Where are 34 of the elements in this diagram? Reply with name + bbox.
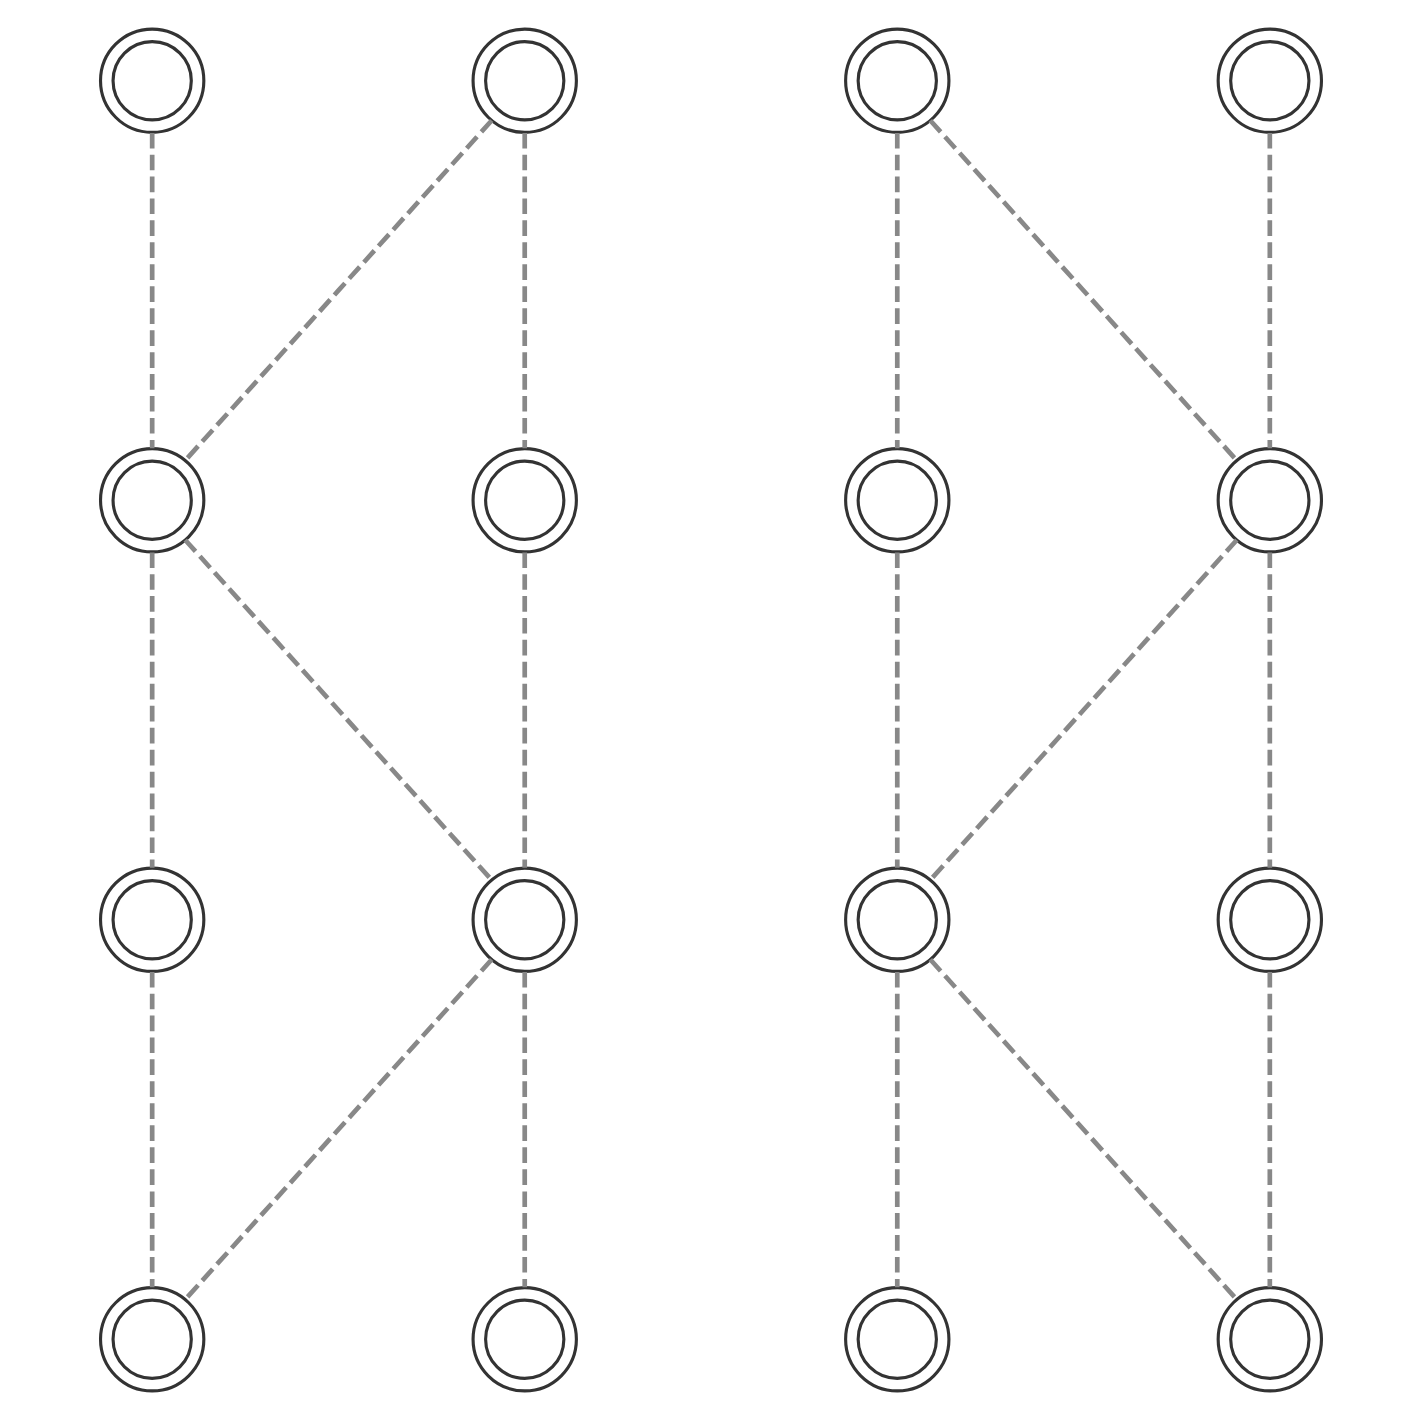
node-circle bbox=[470, 866, 577, 973]
node-circle bbox=[97, 866, 205, 973]
connector bbox=[182, 957, 493, 1301]
node-circle bbox=[97, 447, 205, 554]
node-circle bbox=[97, 1286, 205, 1393]
connector bbox=[148, 552, 154, 868]
connector bbox=[148, 132, 154, 449]
connector bbox=[927, 118, 1238, 462]
node-circle bbox=[470, 27, 577, 134]
node-circle bbox=[1215, 1286, 1323, 1393]
node-circle bbox=[843, 866, 950, 973]
connector bbox=[1266, 132, 1272, 449]
connector bbox=[521, 971, 527, 1288]
connector bbox=[893, 552, 899, 868]
connector bbox=[893, 971, 899, 1288]
node-circle bbox=[1215, 447, 1323, 554]
node-circle bbox=[470, 1286, 577, 1393]
connector bbox=[182, 538, 492, 881]
node-circle bbox=[1215, 27, 1323, 134]
node-circle bbox=[470, 447, 577, 554]
node-circle bbox=[97, 27, 205, 134]
connector bbox=[1266, 971, 1272, 1288]
node-circle bbox=[843, 1286, 950, 1393]
node-circle bbox=[843, 27, 950, 134]
connector bbox=[927, 957, 1238, 1301]
connector bbox=[928, 538, 1238, 881]
connector bbox=[182, 118, 493, 462]
connector bbox=[1266, 552, 1272, 868]
node-circle bbox=[843, 447, 950, 554]
connector bbox=[893, 132, 899, 449]
connector bbox=[521, 132, 527, 449]
connector bbox=[148, 971, 154, 1288]
connector bbox=[521, 552, 527, 868]
node-circle bbox=[1215, 866, 1323, 973]
